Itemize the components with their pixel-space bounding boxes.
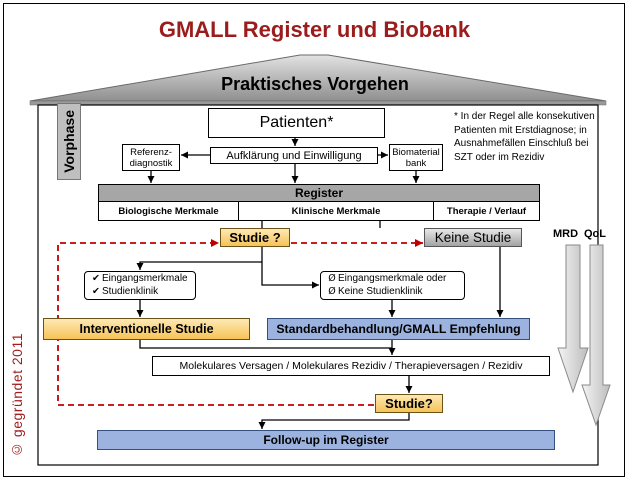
check-icon: ✔: [92, 285, 100, 297]
roof-label: Praktisches Vorgehen: [221, 74, 409, 94]
register-columns: Biologische Merkmale Klinische Merkmale …: [98, 201, 540, 221]
followup-box: Follow-up im Register: [97, 430, 555, 450]
register-column-biological: Biologische Merkmale: [99, 202, 239, 220]
footnote-line: Ausnahmefällen Einschluß bei: [454, 138, 589, 149]
qol-arrow: [581, 244, 611, 427]
register-header: Register: [98, 184, 540, 202]
study-decision-bottom: Studie?: [375, 394, 443, 413]
footnote-line: * In der Regel alle konsekutiven: [454, 111, 595, 122]
outer-frame: [3, 3, 625, 477]
consent-box: Aufklärung und Einwilligung: [210, 147, 378, 164]
register-column-therapy: Therapie / Verlauf: [446, 205, 527, 217]
arrow-study-to-criteria-not-met: [261, 247, 319, 289]
register-column-clinical: Klinische Merkmale: [239, 202, 434, 220]
criteria-met-text: Eingangsmerkmale: [102, 273, 188, 284]
reference-diagnostics-line: Referenz-: [130, 146, 172, 158]
criteria-met-item: ✔Eingangsmerkmale: [90, 273, 188, 286]
criteria-met-item: ✔Studienklinik: [90, 286, 158, 299]
biobank-line: bank: [405, 157, 427, 169]
criteria-met-text: Studienklinik: [102, 285, 159, 297]
null-icon: Ø: [328, 285, 336, 297]
check-icon: ✔: [92, 273, 100, 284]
reference-diagnostics-box: Referenz- diagnostik: [122, 144, 180, 171]
reference-diagnostics-line: diagnostik: [129, 157, 173, 169]
mrd-arrow: [557, 244, 589, 394]
arrow-study-to-followup: [258, 413, 410, 429]
copyright-text: © gegründet 2011: [9, 332, 25, 458]
mrd-label: MRD: [553, 228, 579, 240]
criteria-met-box: ✔Eingangsmerkmale ✔Studienklinik: [84, 271, 196, 300]
interventional-study-box: Interventionelle Studie: [43, 318, 250, 340]
connector-interventional-to-events: [139, 340, 392, 349]
patients-box: Patienten*: [208, 108, 385, 138]
events-box: Molekulares Versagen / Molekulares Rezid…: [152, 356, 550, 376]
no-study-box: Keine Studie: [424, 228, 522, 247]
biobank-line: Biomaterial: [392, 146, 440, 158]
criteria-not-met-text: Keine Studienklinik: [338, 285, 423, 297]
copyright-note: © gegründet 2011: [8, 323, 26, 467]
biobank-box: Biomaterial bank: [389, 144, 443, 171]
criteria-not-met-text: Eingangsmerkmale oder: [338, 273, 447, 284]
footnote: * In der Regel alle konsekutiven Patient…: [454, 110, 595, 164]
study-decision-top: Studie ?: [220, 228, 290, 247]
arrow-study-to-criteria-met: [136, 261, 262, 270]
footnote-line: SZT oder im Rezidiv: [454, 151, 545, 163]
phase-box: Vorphase: [57, 103, 81, 180]
null-icon: Ø: [328, 273, 336, 284]
footnote-line: Patienten mit Erstdiagnose; in: [454, 124, 587, 136]
phase-label: Vorphase: [61, 110, 77, 173]
qol-label: QoL: [584, 228, 606, 240]
page-title: GMALL Register und Biobank: [158, 17, 471, 42]
standard-treatment-box: Standardbehandlung/GMALL Empfehlung: [267, 318, 530, 340]
